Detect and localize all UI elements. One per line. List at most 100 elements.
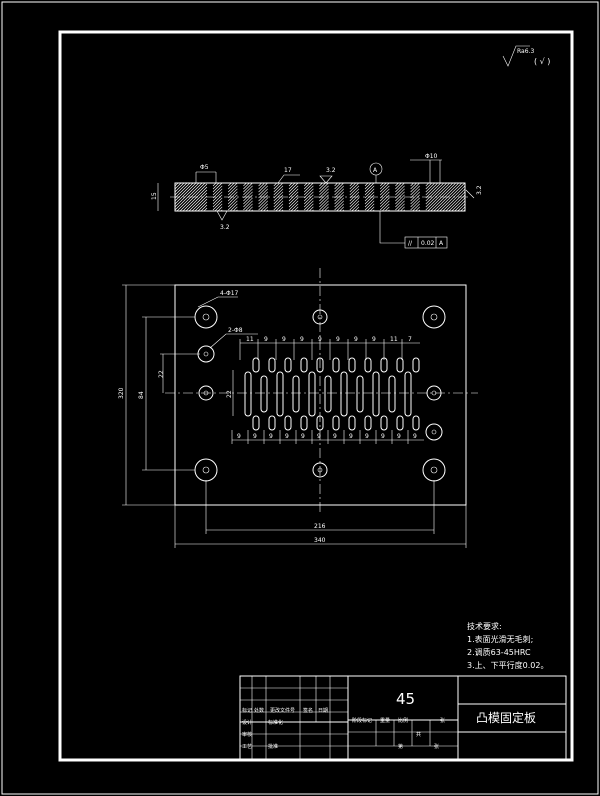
hatch-line xyxy=(425,182,445,202)
hatch-line xyxy=(200,204,208,212)
hatch-line xyxy=(174,182,179,187)
hatch-line xyxy=(334,194,345,205)
svg-text:Ra6.3: Ra6.3 xyxy=(517,48,534,55)
hatch-line xyxy=(364,182,372,190)
title-block-cell: 日期 xyxy=(318,708,329,714)
hatch-line xyxy=(436,182,466,212)
pitch-label: 9 xyxy=(237,433,241,440)
hatch-line xyxy=(349,197,360,208)
title-block-cell: 阶段标记 xyxy=(352,718,373,724)
hatch-line xyxy=(258,182,262,187)
hatch-line xyxy=(379,197,390,208)
hatch-line xyxy=(288,194,299,205)
hatch-line xyxy=(258,200,269,211)
hatch-line xyxy=(351,203,360,212)
title-block-cell: 签名 xyxy=(303,708,314,714)
hatch-line xyxy=(217,206,223,212)
pitch-label: 7 xyxy=(408,336,412,343)
pilot-slot xyxy=(364,415,372,431)
hatch-line xyxy=(364,194,375,205)
pilot-slot xyxy=(348,357,356,373)
svg-text:A: A xyxy=(373,167,378,174)
hatch-line xyxy=(273,197,284,208)
hatch-line xyxy=(425,182,436,193)
hatch-line xyxy=(327,209,329,212)
title-block-cell: 处数 xyxy=(254,708,265,714)
svg-text:340: 340 xyxy=(314,537,326,544)
hatch-line xyxy=(319,182,323,187)
pilot-slot xyxy=(268,357,276,373)
screw-holes xyxy=(197,309,443,478)
svg-text:( √ ): ( √ ) xyxy=(534,57,550,66)
hatch-line xyxy=(296,209,299,212)
pitch-label: 9 xyxy=(253,433,257,440)
svg-text:0.02: 0.02 xyxy=(421,240,435,247)
title-block-cell: 张 xyxy=(440,718,446,724)
hatch-line xyxy=(457,203,466,212)
hatch-line xyxy=(227,182,232,187)
hatch-line xyxy=(288,188,299,199)
hatch-line xyxy=(334,182,338,187)
hatch-line xyxy=(227,200,238,211)
svg-text:Φ10: Φ10 xyxy=(425,153,438,160)
hatch-line xyxy=(357,209,360,212)
pitch-label: 9 xyxy=(372,336,376,343)
hatch-line xyxy=(188,192,208,212)
hatch-line xyxy=(288,185,299,196)
pitch-label: 11 xyxy=(390,336,398,343)
hatch-line xyxy=(288,200,299,211)
hatch-line xyxy=(395,185,405,196)
punch-slot xyxy=(404,371,412,417)
pitch-label: 9 xyxy=(381,433,385,440)
hatch-line xyxy=(354,206,360,212)
material-label: 45 xyxy=(396,690,416,708)
pilot-slot xyxy=(284,357,292,373)
punch-slot xyxy=(292,375,300,413)
pitch-label: 9 xyxy=(333,433,337,440)
hatch-line xyxy=(319,200,329,211)
svg-text:2-Φ8: 2-Φ8 xyxy=(228,327,243,334)
hatch-line xyxy=(212,182,217,187)
hatch-line xyxy=(174,182,185,193)
hatch-line xyxy=(319,182,326,190)
hatch-line xyxy=(379,182,390,193)
hatch-line xyxy=(425,182,433,190)
hatch-line xyxy=(243,182,247,187)
pitch-label: 9 xyxy=(269,433,273,440)
hatch-line xyxy=(342,209,345,212)
hatch-line xyxy=(303,182,308,187)
hatch-line xyxy=(395,197,405,208)
hatch-line xyxy=(410,182,414,187)
hatch-line xyxy=(273,188,284,199)
hatch-line xyxy=(273,182,278,187)
svg-text:3.2: 3.2 xyxy=(476,185,483,195)
title-block-cell: 张 xyxy=(434,744,440,750)
hatch-line xyxy=(395,188,405,199)
hatch-line xyxy=(379,188,390,199)
pitch-label: 9 xyxy=(318,336,322,343)
svg-text:A: A xyxy=(439,240,444,247)
plate-outline xyxy=(174,284,467,506)
hatch-line xyxy=(321,203,329,212)
section-outline xyxy=(174,182,466,212)
hatch-line xyxy=(179,183,208,212)
hatch-line xyxy=(273,182,281,190)
section-view: 15 Φ5 17 3.2 A Φ10 3.2 3.2 // 0.02 A xyxy=(151,153,483,249)
pilot-slot xyxy=(252,357,260,373)
hatch-line xyxy=(364,182,375,193)
hatch-line xyxy=(273,185,284,196)
hatch-line xyxy=(174,182,194,202)
pitch-label: 9 xyxy=(413,433,417,440)
punch-slots xyxy=(244,357,420,431)
pilot-slot xyxy=(396,357,404,373)
pilot-slot xyxy=(364,357,372,373)
hatch-line xyxy=(366,203,375,212)
punch-slot xyxy=(276,371,284,417)
hatch-line xyxy=(174,182,182,190)
title-block-cell: 第 xyxy=(398,744,404,750)
svg-text:22: 22 xyxy=(158,370,165,378)
hatch-line xyxy=(308,206,314,212)
title-block-cell: 审核 xyxy=(242,732,253,738)
hatch-line xyxy=(176,182,206,212)
